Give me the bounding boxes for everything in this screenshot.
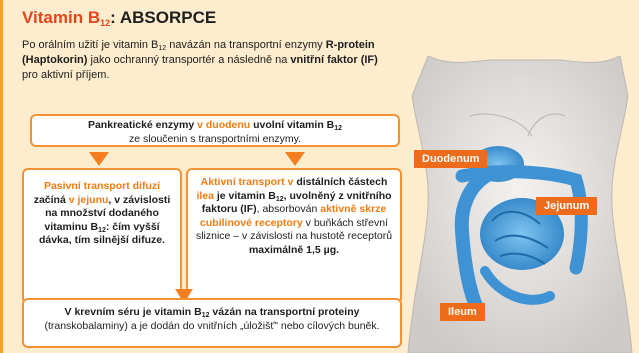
active-transport-box: Aktivní transport v distálních částech i… (186, 168, 402, 304)
ileum-label: Ileum (440, 303, 485, 321)
box-bottom-subscript: 12 (202, 312, 210, 319)
jejunum-label: Jejunum (536, 197, 597, 215)
arrow-down-left-icon (89, 152, 109, 166)
box-top-bold-2: uvolní vitamin B (250, 119, 334, 131)
box-right-orange-1: Aktivní transport v (201, 176, 294, 188)
blood-serum-box: V krevním séru je vitamin B12 vázán na t… (22, 298, 402, 348)
intro-text-1: Po orálním užití je vitamin B (22, 39, 158, 51)
box-right-subscript: 12 (276, 196, 284, 203)
intro-text-3: jako ochranný transportér a následně na (87, 54, 290, 66)
passive-transport-box: Pasivní transport difuzí začíná v jejunu… (22, 168, 182, 304)
title-vitamin: Vitamin B (22, 8, 100, 27)
box-bottom-bold-2: vázán na transportní proteiny (210, 306, 360, 318)
pancreatic-enzymes-box: Pankreatické enzymy v duodenu uvolní vit… (30, 114, 400, 147)
box-left-orange-2: v jejunu (69, 194, 109, 206)
box-left-orange-1: Pasivní transport difuzí (44, 180, 160, 192)
box-right-bold-2: je vitamin B (214, 190, 276, 202)
box-right-orange-2: ilea (196, 190, 214, 202)
intro-paragraph: Po orálním užití je vitamin B12 navázán … (22, 38, 382, 83)
box-right-bold-4: maximálně 1,5 µg. (249, 244, 339, 256)
duodenum-label: Duodenum (414, 150, 487, 168)
title-subscript: 12 (100, 18, 110, 28)
box-bottom-bold-1: V krevním séru je vitamin B (65, 306, 202, 318)
torso-intestine-illustration (400, 56, 636, 353)
intro-bold-2: vnitřní faktor (IF) (290, 54, 377, 66)
box-top-orange: v duodenu (197, 119, 250, 131)
box-right-text-1: , absorbován (257, 203, 321, 215)
box-top-bold-1: Pankreatické enzymy (88, 119, 197, 131)
intro-text-2: navázán na transportní enzymy (166, 39, 326, 51)
intro-text-4: pro aktivní příjem. (22, 69, 109, 81)
intro-subscript: 12 (158, 45, 166, 52)
box-right-bold-1: distálních částech (293, 176, 387, 188)
box-left-subscript: 12 (98, 227, 106, 234)
box-bottom-text: (transkobalaminy) a je dodán do vnitřníc… (44, 320, 379, 332)
page-title: Vitamin B12: ABSORPCE (22, 8, 216, 28)
box-top-text: ze sloučenin s transportními enzymy. (129, 133, 301, 145)
box-top-subscript: 12 (334, 125, 342, 132)
box-left-bold-1: začíná (34, 194, 69, 206)
title-suffix: : ABSORPCE (110, 8, 216, 27)
arrow-down-right-icon (285, 152, 305, 166)
